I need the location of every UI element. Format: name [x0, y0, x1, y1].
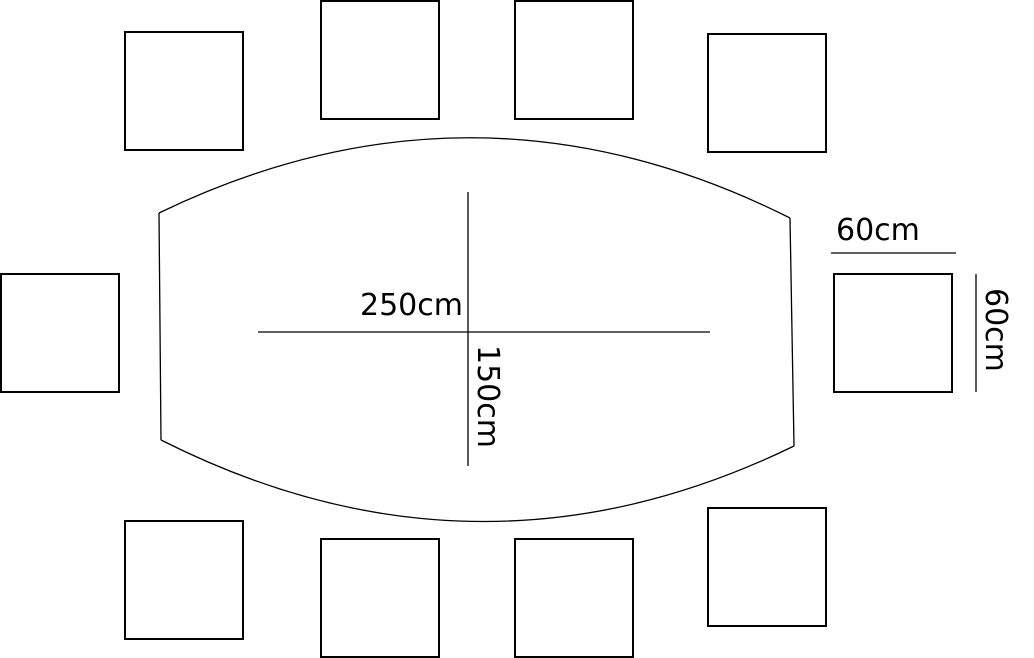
chair-top-2 — [320, 0, 440, 120]
chair-depth-label: 60cm — [978, 288, 1013, 372]
length-label: 250cm — [360, 288, 463, 323]
table-left-edge — [158, 212, 162, 441]
chair-top-4 — [707, 33, 827, 153]
chair-bottom-4 — [707, 507, 827, 627]
table-right-edge — [789, 217, 795, 447]
chair-bottom-1 — [124, 520, 244, 640]
width-label: 150cm — [470, 345, 505, 448]
chair-top-3 — [514, 0, 634, 120]
chair-top-1 — [124, 31, 244, 151]
chair-width-label: 60cm — [836, 213, 920, 248]
chair-bottom-3 — [514, 538, 634, 658]
chair-bottom-2 — [320, 538, 440, 658]
table-bottom-arc — [160, 439, 795, 523]
chair-left — [0, 273, 120, 393]
table-top-arc — [158, 137, 791, 219]
table-outline — [158, 137, 795, 523]
chairs — [0, 0, 953, 658]
chair-right — [833, 273, 953, 393]
